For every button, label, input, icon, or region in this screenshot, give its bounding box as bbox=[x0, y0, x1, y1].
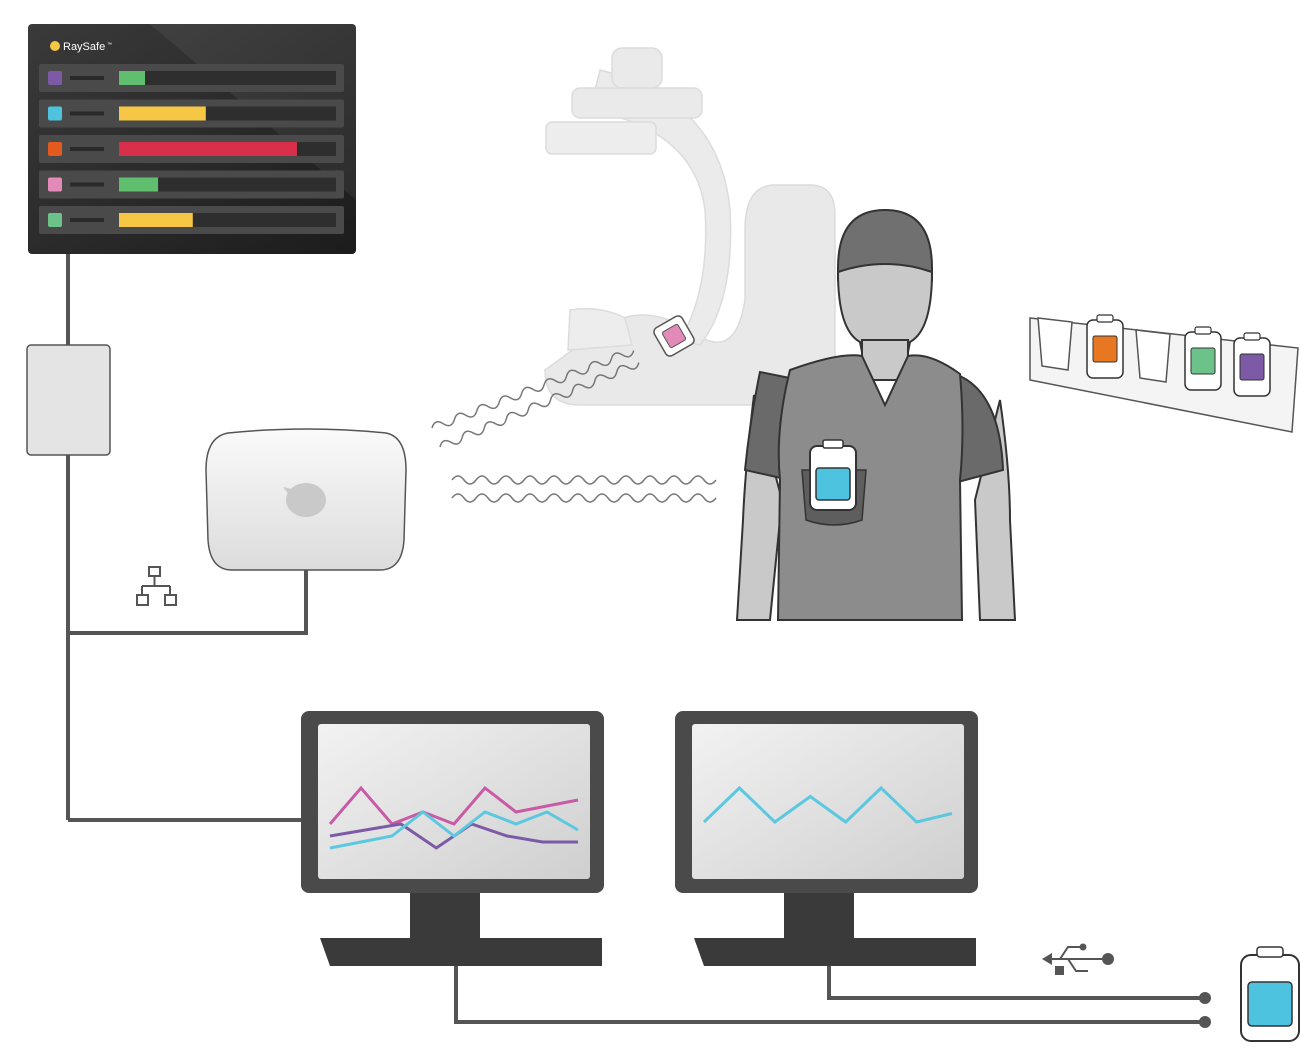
row-color-swatch bbox=[48, 106, 62, 121]
row-label-placeholder bbox=[70, 111, 104, 116]
c-arm-dosimeter bbox=[653, 315, 695, 357]
chart-series-line bbox=[702, 785, 953, 824]
monitor-right-chart bbox=[702, 785, 953, 824]
staff-member bbox=[735, 208, 1017, 621]
row-level-bar bbox=[119, 213, 193, 227]
c-arm-xray-system bbox=[544, 47, 836, 406]
cable-receiver bbox=[68, 568, 308, 635]
bird-logo-icon bbox=[283, 483, 326, 517]
cradle-empty-slot bbox=[1037, 317, 1073, 371]
row-level-track bbox=[119, 71, 336, 85]
wireless-signal-waves bbox=[431, 350, 717, 503]
row-label-placeholder bbox=[70, 182, 104, 187]
network-switch bbox=[26, 344, 111, 456]
realtime-display: RaySafe ™ bbox=[28, 24, 356, 254]
worn-dosimeter bbox=[809, 439, 857, 511]
cradle-empty-slot bbox=[1135, 329, 1171, 383]
row-color-swatch bbox=[48, 142, 62, 156]
cradle-dosimeter-clip bbox=[1243, 332, 1261, 341]
wireless-receiver bbox=[205, 428, 407, 571]
row-label-placeholder bbox=[70, 218, 104, 222]
display-rows bbox=[39, 64, 344, 234]
chart-series-line bbox=[329, 810, 579, 850]
monitor-right bbox=[675, 711, 978, 966]
cable-right-pc-usb bbox=[827, 962, 1205, 1000]
cradle-dosimeter-clip bbox=[1096, 314, 1114, 323]
row-label-placeholder bbox=[70, 147, 104, 151]
dosimeter-cradle bbox=[1029, 314, 1299, 433]
usb-connector-dot bbox=[1199, 992, 1211, 1004]
row-level-bar bbox=[119, 142, 297, 156]
monitor-left bbox=[301, 711, 604, 966]
cabling bbox=[66, 252, 1205, 1024]
row-color-swatch bbox=[48, 71, 62, 85]
usb-icon bbox=[1042, 943, 1114, 975]
cradle-dosimeter-clip bbox=[1194, 326, 1212, 335]
monitor-left-chart bbox=[328, 785, 579, 850]
cradle-dosimeter-screen bbox=[1092, 335, 1118, 363]
row-level-bar bbox=[119, 177, 159, 192]
usb-dosimeter bbox=[1240, 946, 1300, 1042]
raysafe-logo-icon bbox=[50, 41, 60, 51]
display-brand-mark: ™ bbox=[107, 42, 112, 48]
display-brand: RaySafe bbox=[63, 41, 105, 53]
row-label-placeholder bbox=[70, 76, 104, 80]
cradle-dosimeter-screen bbox=[1239, 353, 1265, 381]
row-level-bar bbox=[119, 106, 206, 121]
row-level-track bbox=[119, 177, 336, 192]
cradle-slots bbox=[1037, 314, 1271, 397]
chart-series-line bbox=[328, 785, 579, 826]
row-level-bar bbox=[119, 71, 146, 85]
usb-connector-dot bbox=[1199, 1016, 1211, 1028]
network-icon bbox=[136, 566, 177, 606]
row-color-swatch bbox=[48, 213, 62, 227]
cradle-dosimeter-screen bbox=[1190, 347, 1216, 375]
row-color-swatch bbox=[48, 177, 62, 192]
cable-left-pc-usb bbox=[454, 962, 1205, 1024]
